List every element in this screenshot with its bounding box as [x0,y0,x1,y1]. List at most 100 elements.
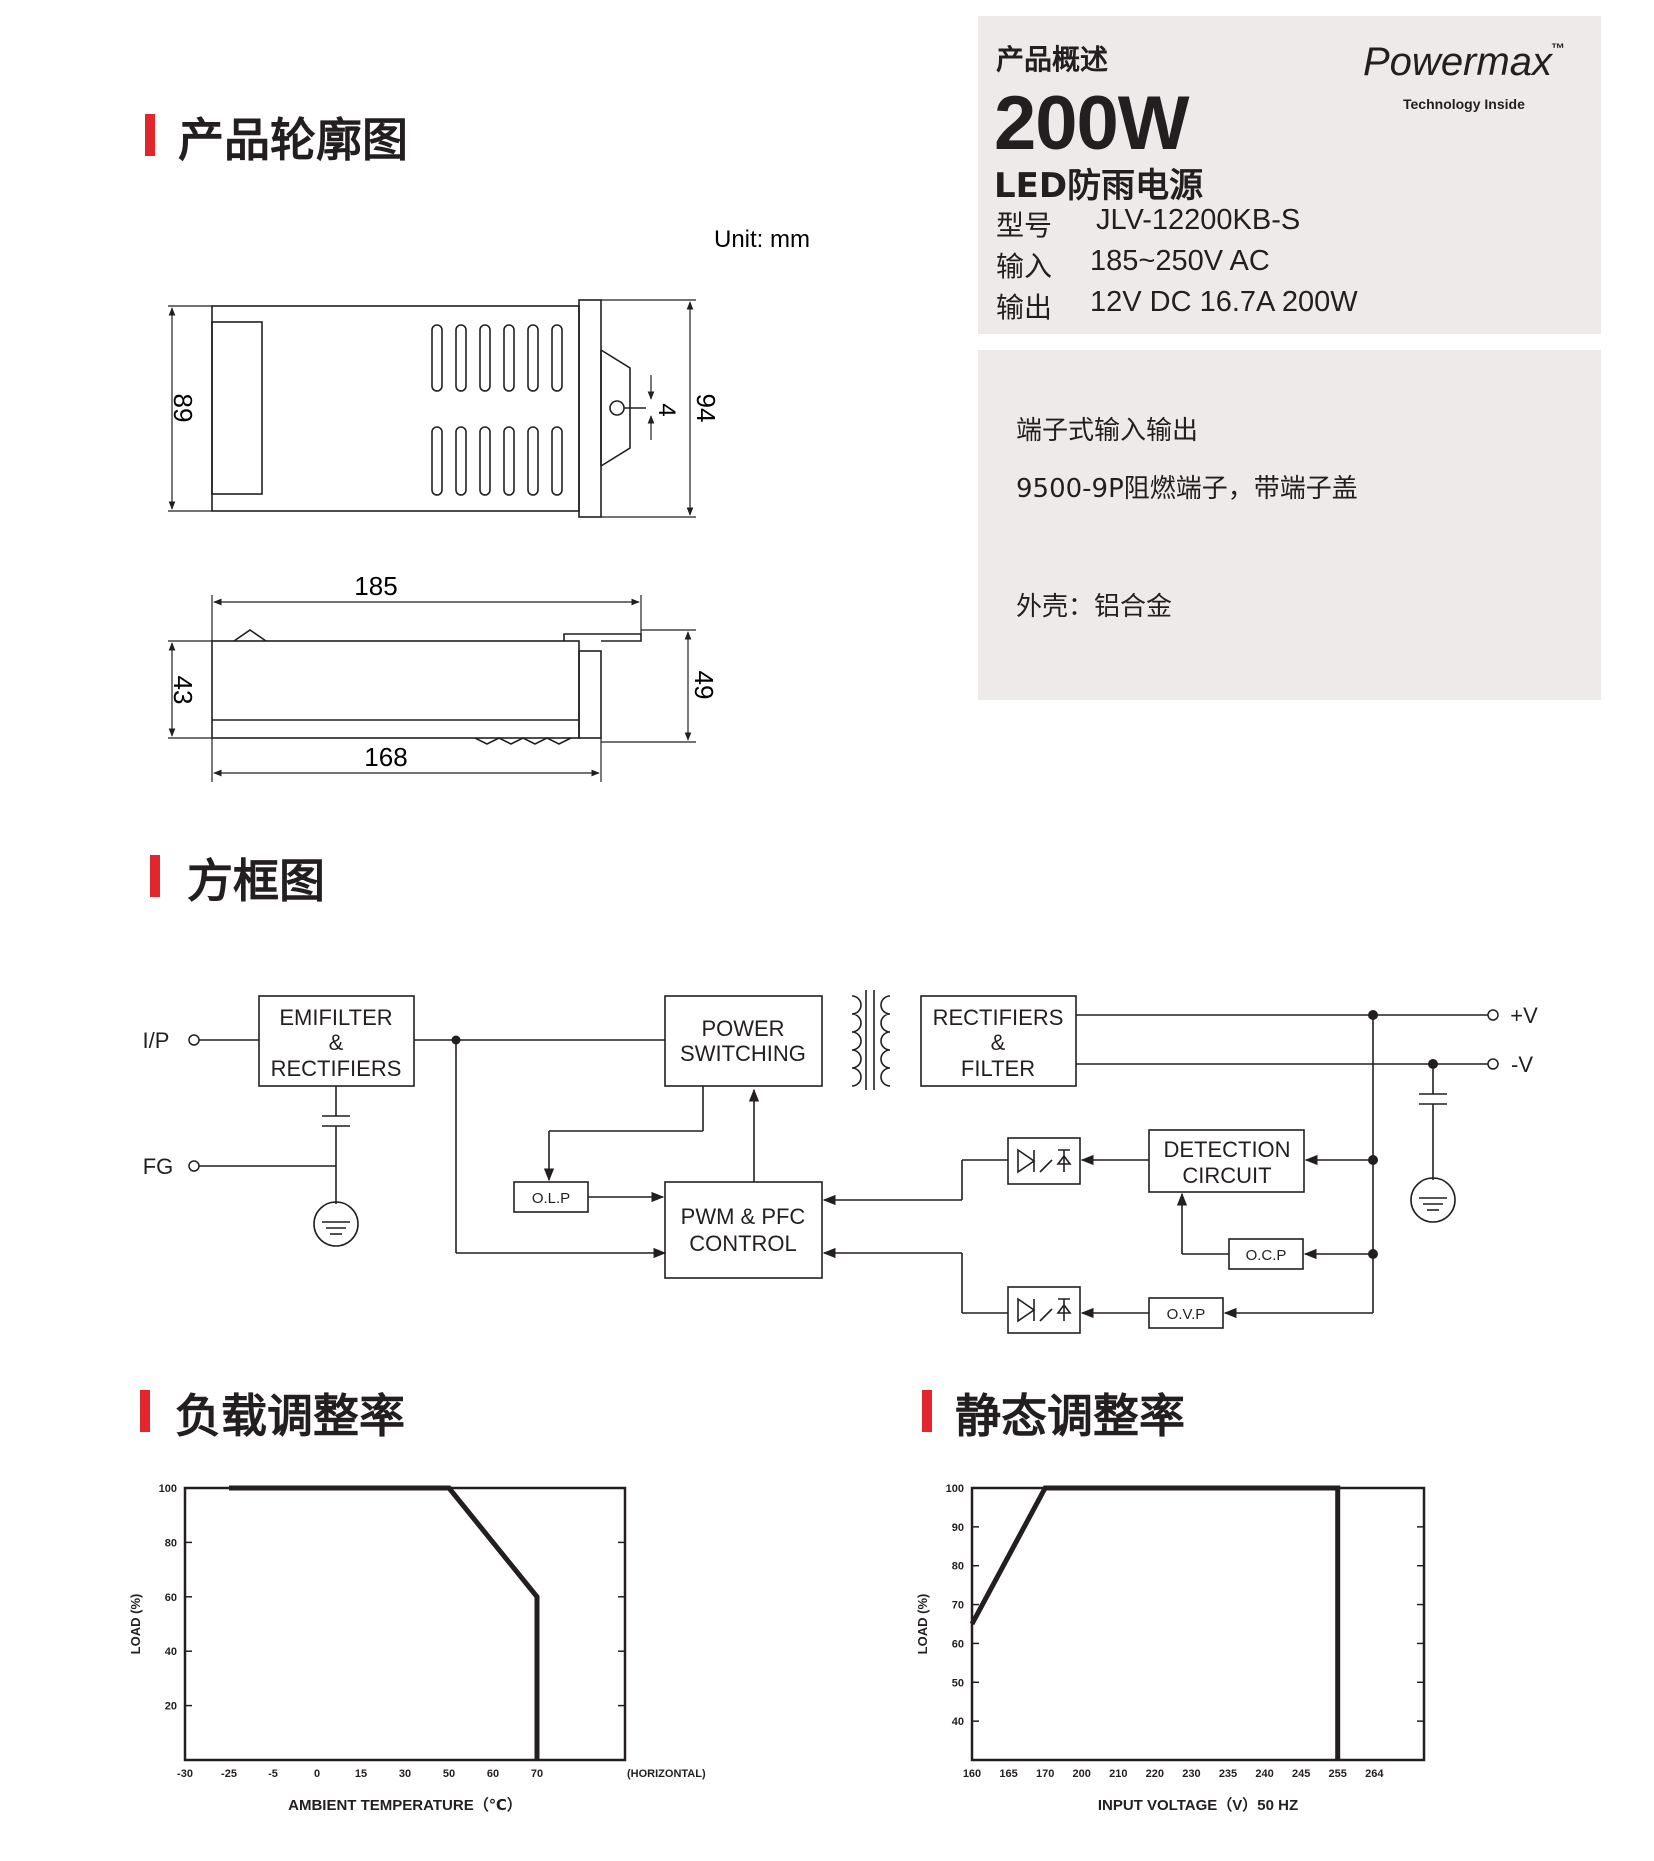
x-axis-note: (HORIZONTAL) [627,1768,706,1780]
x-tick-label: 30 [399,1768,411,1780]
spec-label-output: 输出 [996,291,1053,324]
top-view-dims [168,299,696,518]
x-tick-label: 0 [314,1768,320,1780]
dim-hole-4: 4 [653,403,680,416]
dim-height-43: 43 [168,676,198,705]
dim-height-89: 89 [168,394,198,423]
top-view [211,299,646,518]
x-tick-label: 170 [1036,1768,1054,1780]
section-title-outline: 产品轮廓图 [178,113,408,167]
block-optocoupler-bottom [1007,1286,1081,1334]
brand-logo: Powermax ™ Technology Inside [1363,40,1583,120]
product-overview-panel: 产品概述 200W LED防雨电源 Powermax ™ Technology … [978,16,1601,334]
x-tick-label: 70 [531,1768,543,1780]
label-pwm-1: PWM & PFC [681,1204,806,1229]
label-vminus: -V [1511,1052,1533,1077]
label-emi-1: EMIFILTER [279,1005,392,1030]
y-tick-label: 80 [952,1561,964,1573]
overview-label: 产品概述 [996,43,1109,76]
x-tick-label: 160 [963,1768,981,1780]
y-tick-label: 100 [159,1483,177,1495]
block-optocoupler-top [1007,1137,1081,1185]
label-ps-1: POWER [701,1016,784,1041]
label-olp: O.L.P [532,1190,570,1207]
y-tick-label: 80 [165,1537,177,1549]
label-pwm-2: CONTROL [689,1231,797,1256]
block-detection [1148,1129,1305,1193]
y-axis-label: LOAD (%) [915,1594,930,1655]
unit-label: Unit: mm [714,226,810,253]
x-tick-label: 50 [443,1768,455,1780]
outline-drawing: Unit: mm 89 94 4 [168,226,810,782]
x-tick-label: -25 [221,1768,237,1780]
y-axis-label: LOAD (%) [128,1594,143,1655]
label-det-1: DETECTION [1163,1137,1290,1162]
label-ovp: O.V.P [1167,1306,1206,1323]
label-ps-2: SWITCHING [680,1041,806,1066]
section-title-static: 静态调整率 [955,1389,1185,1443]
x-tick-label: 264 [1365,1768,1384,1780]
series-line [229,1485,540,1760]
y-tick-label: 60 [952,1638,964,1650]
label-rf-2: & [991,1030,1006,1055]
dim-length-168: 168 [364,742,407,772]
x-tick-label: 240 [1255,1768,1273,1780]
y-tick-label: 70 [952,1600,964,1612]
dim-height-49: 49 [689,671,719,700]
product-name: LED防雨电源 [994,166,1204,206]
label-rf-1: RECTIFIERS [933,1005,1064,1030]
x-tick-label: 235 [1219,1768,1237,1780]
spec-label-input: 输入 [996,250,1053,283]
x-tick-label: 15 [355,1768,367,1780]
section-title-block: 方框图 [187,854,325,908]
x-tick-label: 255 [1329,1768,1347,1780]
label-ocp: O.C.P [1246,1247,1287,1264]
y-tick-label: 20 [165,1701,177,1713]
spec-value-input: 185~250V AC [1090,245,1270,277]
label-det-2: CIRCUIT [1182,1163,1271,1188]
section-marker [140,1390,150,1432]
section-marker [922,1390,932,1432]
brand-tagline: Technology Inside [1403,96,1525,112]
label-fg: FG [143,1154,174,1179]
feature-connector: 9500-9P阻燃端子，带端子盖 [1016,474,1358,504]
brand-name: Powermax [1363,40,1552,84]
chart-frame [970,1486,1426,1762]
y-tick-label: 60 [165,1592,177,1604]
dim-length-185: 185 [354,571,397,601]
y-tick-label: 100 [946,1483,964,1495]
chart-frame [183,1486,627,1762]
section-marker [150,855,160,897]
power-rating: 200W [994,81,1190,166]
y-tick-label: 40 [952,1716,964,1728]
y-tick-label: 40 [165,1646,177,1658]
spec-value-model: JLV-12200KB-S [1096,204,1301,236]
x-tick-label: 165 [999,1768,1017,1780]
spec-value-output: 12V DC 16.7A 200W [1090,286,1358,318]
y-tick-label: 50 [952,1677,964,1689]
label-emi-3: RECTIFIERS [271,1056,402,1081]
block-pwm-pfc [664,1181,823,1279]
block-rectifier-filter [920,995,1077,1087]
block-power-switching [664,995,823,1087]
brand-trademark: ™ [1551,40,1565,56]
section-title-load: 负载调整率 [175,1389,405,1443]
x-tick-label: 200 [1073,1768,1091,1780]
section-marker [145,114,155,156]
dim-height-94: 94 [691,394,721,423]
x-axis-label: INPUT VOLTAGE（V）50 HZ [1098,1796,1298,1814]
x-tick-label: 60 [487,1768,499,1780]
x-tick-label: -30 [177,1768,193,1780]
x-tick-label: -5 [268,1768,278,1780]
feature-terminal: 端子式输入输出 [1016,416,1199,446]
features-panel: 端子式输入输出 9500-9P阻燃端子，带端子盖 外壳：铝合金 [978,350,1601,700]
label-ip: I/P [143,1028,170,1053]
label-emi-2: & [329,1030,344,1055]
x-tick-label: 210 [1109,1768,1127,1780]
x-tick-label: 220 [1146,1768,1164,1780]
x-tick-label: 230 [1182,1768,1200,1780]
feature-housing: 外壳：铝合金 [1016,592,1173,622]
spec-label-model: 型号 [996,209,1053,242]
